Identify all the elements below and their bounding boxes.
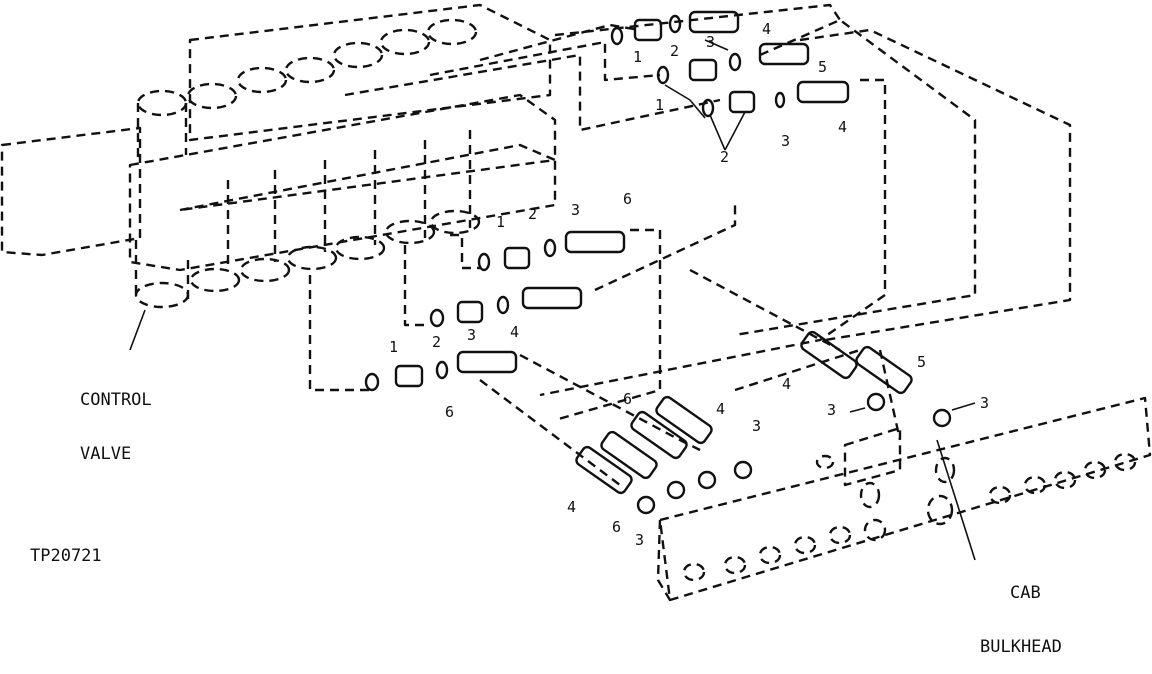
callout-5: 5 [818,58,828,76]
cab-bulkhead-plate [656,396,1152,602]
callout-1: 1 [655,96,665,114]
callout-3: 3 [781,132,791,150]
o-ring-icon [364,14,952,515]
hydraulic-lines [308,3,1072,486]
cab-bulkhead-label: CAB BULKHEAD [980,583,1062,657]
hose-end-icon [456,10,913,495]
callout-6: 6 [623,390,633,408]
callout-3: 3 [635,531,645,549]
adapter-fitting-icon [394,18,756,388]
callout-3: 3 [980,394,990,412]
callout-3: 3 [571,201,581,219]
control-valve-label: CONTROL VALVE [80,390,152,464]
callout-1: 1 [633,48,643,66]
callout-1: 1 [389,338,399,356]
callout-1: 1 [496,213,506,231]
callout-3: 3 [752,417,762,435]
callout-2: 2 [670,42,680,60]
callout-3: 3 [827,401,837,419]
callout-4: 4 [716,400,726,418]
callout-6: 6 [623,190,633,208]
callout-3: 3 [467,326,477,344]
callout-2: 2 [528,205,538,223]
figure-id: TP20721 [30,546,102,566]
callout-4: 4 [782,375,792,393]
callout-6: 6 [612,518,622,536]
callout-4: 4 [510,323,520,341]
callout-4: 4 [762,20,772,38]
callout-4: 4 [567,498,577,516]
callout-4: 4 [838,118,848,136]
callout-5: 5 [917,353,927,371]
callout-2: 2 [720,148,730,166]
leader-lines [129,39,976,561]
callout-2: 2 [432,333,442,351]
control-valve-body [0,3,557,309]
callout-6: 6 [445,403,455,421]
callout-3: 3 [706,33,716,51]
fittings [364,10,952,515]
hydraulic-line-diagram [0,3,1152,602]
